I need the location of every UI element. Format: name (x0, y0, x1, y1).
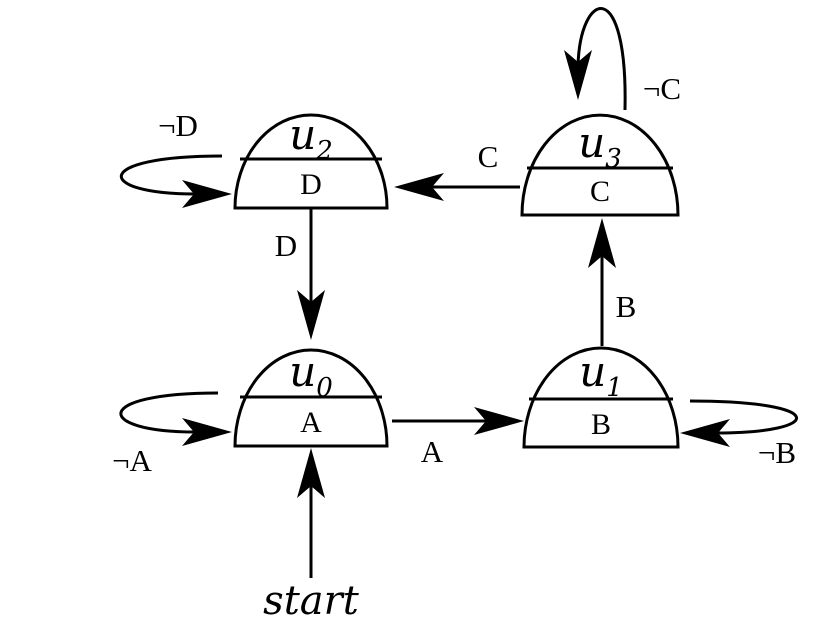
edge-label-u2-to-u0: D (275, 228, 297, 263)
state-u3-index: 3 (605, 144, 622, 174)
state-u3-name: u3 (578, 118, 622, 174)
state-u1-output: B (591, 408, 611, 441)
state-u0-output: A (300, 406, 322, 439)
edge-u3-to-u2 (394, 173, 520, 201)
state-u0-index: 0 (316, 373, 333, 403)
edge-label-u0-to-u1: A (421, 434, 444, 469)
state-u3: u3 C (520, 113, 680, 217)
state-u0-name: u0 (289, 347, 333, 403)
self-loop-u2 (119, 154, 232, 208)
edge-label-u3-to-u2: C (478, 139, 499, 174)
state-u1-index: 1 (606, 373, 623, 403)
state-u2-output: D (300, 168, 322, 201)
start-label: start (263, 578, 360, 624)
edge-label-u0-self: ¬A (112, 443, 152, 478)
state-u2-name: u2 (289, 110, 333, 166)
edge-u1-to-u3 (588, 218, 616, 346)
edge-u0-to-u1 (392, 407, 524, 435)
state-u1: u1 B (522, 346, 680, 449)
state-u2-index: 2 (315, 136, 333, 166)
edge-label-u1-self: ¬B (758, 435, 796, 470)
self-loop-u3 (564, 7, 627, 111)
edge-label-u2-self: ¬D (158, 108, 198, 143)
edge-label-u3-self: ¬C (643, 71, 681, 106)
edge-label-u1-to-u3: B (616, 289, 637, 324)
state-u0: u0 A (233, 347, 389, 448)
state-u2: u2 D (233, 110, 389, 210)
self-loop-u1 (680, 399, 799, 447)
edge-start-to-u0 (297, 448, 325, 578)
self-loop-u0 (119, 391, 232, 446)
state-u1-name: u1 (579, 347, 623, 403)
edge-u2-to-u0 (297, 208, 325, 340)
state-u3-output: C (590, 175, 610, 208)
